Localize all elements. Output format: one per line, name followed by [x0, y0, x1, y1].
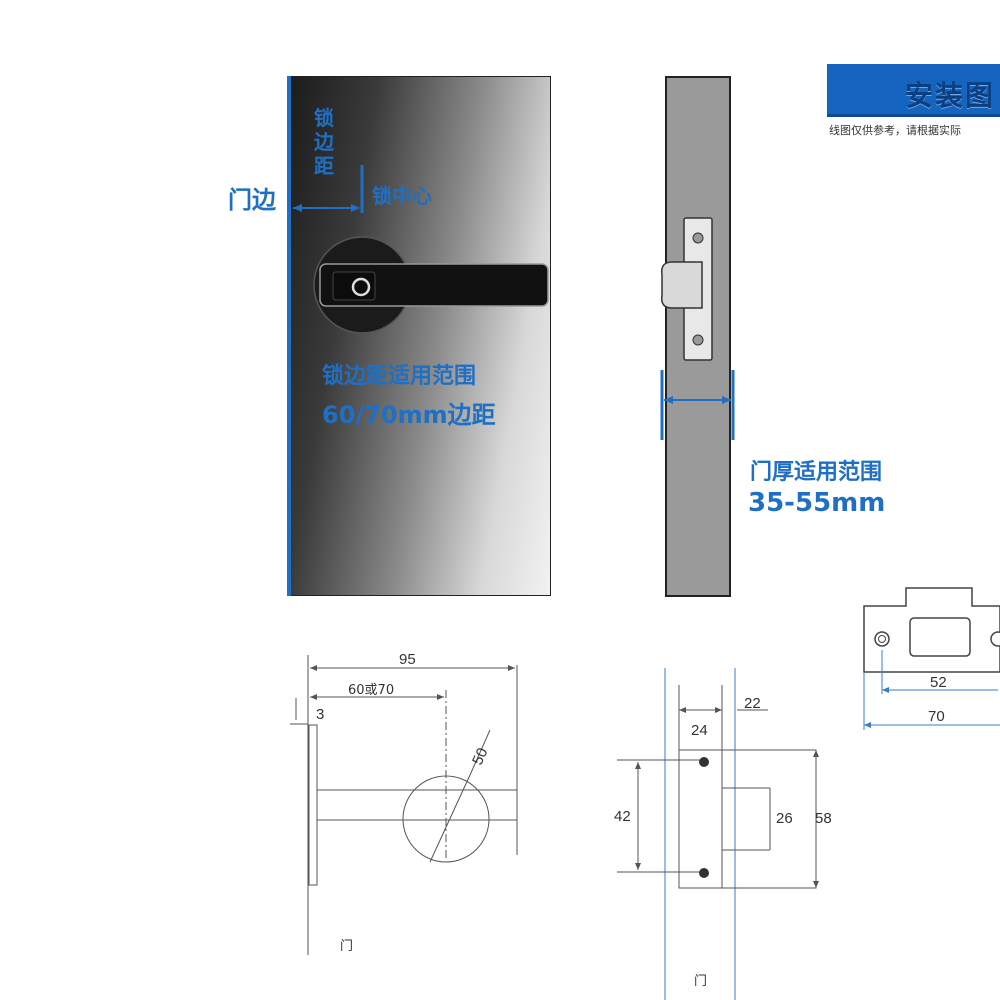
latch-plate-outline [678, 749, 817, 889]
backset-arrowhead-right [351, 204, 360, 212]
dim-24-label: 24 [691, 722, 708, 739]
title-banner [827, 64, 1000, 117]
diameter-line [429, 774, 471, 863]
dim-24-arrow-right [715, 707, 722, 713]
faceplate-screw-bottom [692, 334, 704, 346]
lever-handle [319, 263, 549, 307]
faceplate-screw-top [692, 232, 704, 244]
strike-screw-right [990, 631, 1000, 647]
latch-screw-bottom [699, 868, 709, 878]
dim-58-arrow-top [813, 750, 819, 757]
thickness-arrowhead-left [664, 396, 673, 404]
dim-42-label: 42 [614, 808, 631, 825]
door-front-view [290, 76, 551, 596]
fingerprint-sensor-icon [351, 277, 371, 297]
dim-3-label: 3 [316, 706, 325, 723]
latch-screw-top [699, 757, 709, 767]
strike-opening [909, 617, 971, 657]
strike-dim-70: 70 [928, 708, 945, 725]
title-text: 安装图 [905, 79, 996, 112]
dim-95-arrow-right [508, 665, 515, 671]
backset-range-title: 锁边距适用范围 [322, 364, 477, 389]
strike-screw-left-inner [878, 635, 886, 643]
dim-backset-arrow-right [437, 694, 444, 700]
dim-70-arrow [864, 722, 871, 728]
dim-42-arrow-bottom [635, 863, 641, 870]
dim-95-label: 95 [399, 651, 416, 668]
dim-backset-label: 60或70 [348, 683, 395, 698]
lock-center-label: 锁中心 [372, 184, 432, 208]
dim-95-arrow-left [310, 665, 317, 671]
dim-backset-arrow-left [310, 694, 317, 700]
diameter-leader [469, 729, 491, 776]
dim-58-arrow-bottom [813, 881, 819, 888]
dim-22-label: 22 [744, 695, 761, 712]
dim-26-label: 26 [776, 810, 793, 827]
thickness-arrowhead-right [722, 396, 731, 404]
backset-range-value: 60/70mm边距 [322, 401, 496, 429]
door-edge-line [287, 76, 291, 596]
dim-58-label: 58 [815, 810, 832, 827]
latch-face-rect [678, 749, 723, 889]
thickness-range-title: 门厚适用范围 [750, 460, 883, 485]
door-label-left: 门 [340, 939, 354, 954]
door-label-right: 门 [694, 974, 708, 989]
title-note: 线图仅供参考，请根据实际 [829, 124, 961, 137]
dim-24-arrow-left [679, 707, 686, 713]
thickness-range-value: 35-55mm [748, 488, 886, 518]
backset-arrowhead-left [293, 204, 302, 212]
rose-plate [308, 724, 318, 886]
latch-bolt [660, 261, 703, 309]
dim-42-arrow-top [635, 762, 641, 769]
dim-52-arrow [882, 687, 889, 693]
strike-dim-52: 52 [930, 674, 947, 691]
backset-label: 锁边距 [314, 106, 334, 178]
door-edge-label: 门边 [228, 186, 276, 214]
